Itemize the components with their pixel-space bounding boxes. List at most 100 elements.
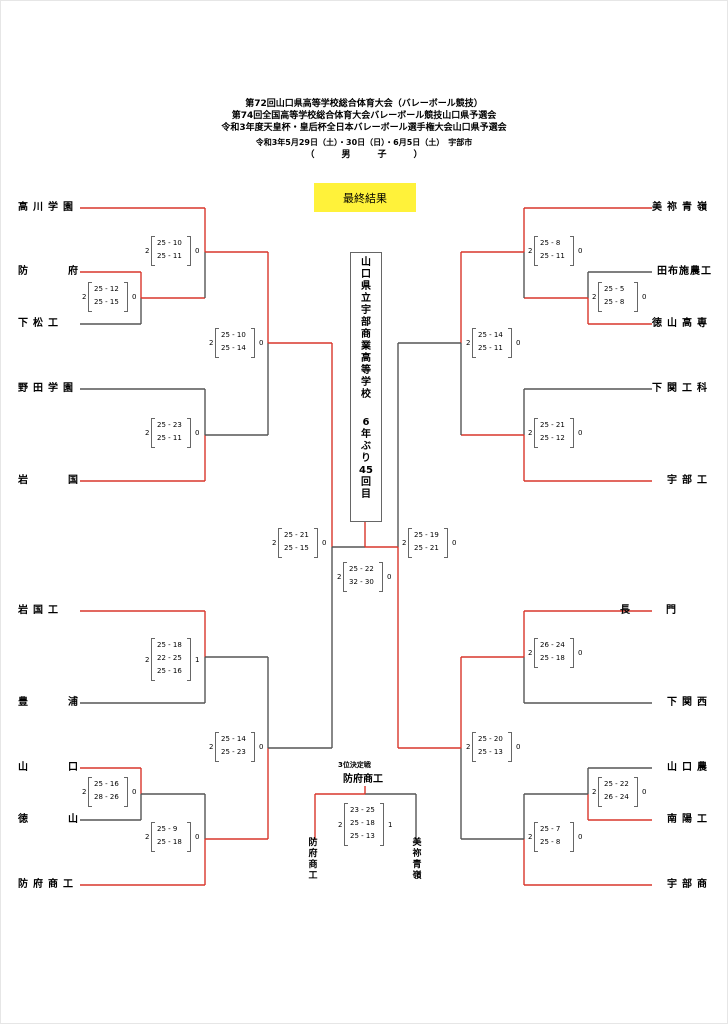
- score-bracket-right: [570, 638, 574, 668]
- left-team-9: 徳山: [18, 814, 118, 825]
- right-team-1: 美祢青嶺: [652, 202, 712, 213]
- score-bracket-right: [379, 562, 383, 592]
- score-bracket-right: [314, 528, 318, 558]
- sets-lost: 0: [642, 788, 647, 796]
- set-score: 25 - 11: [157, 434, 182, 442]
- sets-lost: 0: [578, 247, 583, 255]
- right-team-3: 徳山高専: [652, 318, 712, 329]
- score-bracket-right: [634, 282, 638, 312]
- sets-won: 2: [528, 247, 533, 255]
- score-bracket-left: [472, 328, 476, 358]
- score-bracket-left: [344, 803, 348, 846]
- left-team-7: 豊浦: [18, 697, 118, 708]
- sets-lost: 0: [132, 293, 137, 301]
- score-bracket-left: [215, 732, 219, 762]
- set-score: 28 - 26: [94, 793, 119, 801]
- set-score: 25 - 21: [284, 531, 309, 539]
- sets-lost: 0: [195, 833, 200, 841]
- third-place-title: 3位決定戦: [338, 761, 371, 769]
- left-team-5: 岩国: [18, 475, 118, 486]
- set-score: 25 - 11: [540, 252, 565, 260]
- score-bracket-left: [151, 418, 155, 448]
- set-score: 26 - 24: [540, 641, 565, 649]
- sets-lost: 0: [259, 339, 264, 347]
- score-bracket-left: [534, 418, 538, 448]
- set-score: 25 - 9: [157, 825, 178, 833]
- sets-lost: 0: [195, 247, 200, 255]
- score-bracket-right: [187, 822, 191, 852]
- score-bracket-left: [151, 236, 155, 266]
- score-bracket-right: [124, 777, 128, 807]
- score-bracket-right: [508, 732, 512, 762]
- sets-won: 2: [466, 743, 471, 751]
- set-score: 32 - 30: [349, 578, 374, 586]
- right-team-9: 南陽工: [667, 814, 712, 825]
- set-score: 25 - 14: [478, 331, 503, 339]
- set-score: 25 - 20: [478, 735, 503, 743]
- set-score: 25 - 7: [540, 825, 561, 833]
- left-team-2: 防府: [18, 266, 118, 277]
- set-score: 25 - 10: [221, 331, 246, 339]
- set-score: 25 - 22: [604, 780, 629, 788]
- sets-lost: 0: [387, 573, 392, 581]
- score-bracket-right: [187, 418, 191, 448]
- sets-lost: 0: [578, 833, 583, 841]
- score-bracket-left: [88, 282, 92, 312]
- score-bracket-right: [634, 777, 638, 807]
- set-score: 25 - 13: [478, 748, 503, 756]
- title-line-2: 第74回全国高等学校総合体育大会バレーボール競技山口県予選会: [231, 111, 497, 121]
- title-line-3: 令和3年度天皇杯・皇后杯全日本バレーボール選手権大会山口県予選会: [221, 123, 507, 133]
- set-score: 25 - 18: [157, 641, 182, 649]
- sets-lost: 0: [452, 539, 457, 547]
- set-score: 25 - 10: [157, 239, 182, 247]
- sets-won: 2: [145, 655, 150, 664]
- set-score: 25 - 13: [350, 832, 375, 840]
- sets-lost: 0: [259, 743, 264, 751]
- set-score: 25 - 5: [604, 285, 625, 293]
- score-bracket-left: [151, 638, 155, 681]
- score-bracket-left: [598, 777, 602, 807]
- set-score: 22 - 25: [157, 654, 182, 662]
- right-team-5: 宇部工: [667, 475, 712, 486]
- right-team-6: 長門: [620, 605, 712, 616]
- score-bracket-right: [380, 803, 384, 846]
- third-place-right-team: 美祢青嶺: [412, 838, 422, 881]
- title-line-1: 第72回山口県高等学校総合体育大会（バレーボール競技）: [245, 99, 483, 109]
- score-bracket-right: [187, 638, 191, 681]
- score-bracket-left: [598, 282, 602, 312]
- set-score: 23 - 25: [350, 806, 375, 814]
- sets-won: 2: [209, 339, 214, 347]
- right-team-7: 下関西: [667, 697, 712, 708]
- sets-won: 2: [592, 293, 597, 301]
- set-score: 25 - 14: [221, 735, 246, 743]
- sets-won: 2: [528, 429, 533, 437]
- sets-lost: 1: [195, 655, 200, 664]
- set-score: 25 - 15: [94, 298, 119, 306]
- set-score: 25 - 14: [221, 344, 246, 352]
- sets-won: 2: [145, 429, 150, 437]
- set-score: 26 - 24: [604, 793, 629, 801]
- final-result-banner: 最終結果: [314, 183, 416, 212]
- score-bracket-left: [215, 328, 219, 358]
- left-team-3: 下松工: [18, 318, 63, 329]
- score-bracket-right: [570, 822, 574, 852]
- sets-won: 2: [528, 833, 533, 841]
- set-score: 25 - 15: [284, 544, 309, 552]
- sets-won: 2: [466, 339, 471, 347]
- score-bracket-left: [408, 528, 412, 558]
- left-team-8: 山口: [18, 762, 118, 773]
- sets-lost: 0: [578, 429, 583, 437]
- score-bracket-right: [508, 328, 512, 358]
